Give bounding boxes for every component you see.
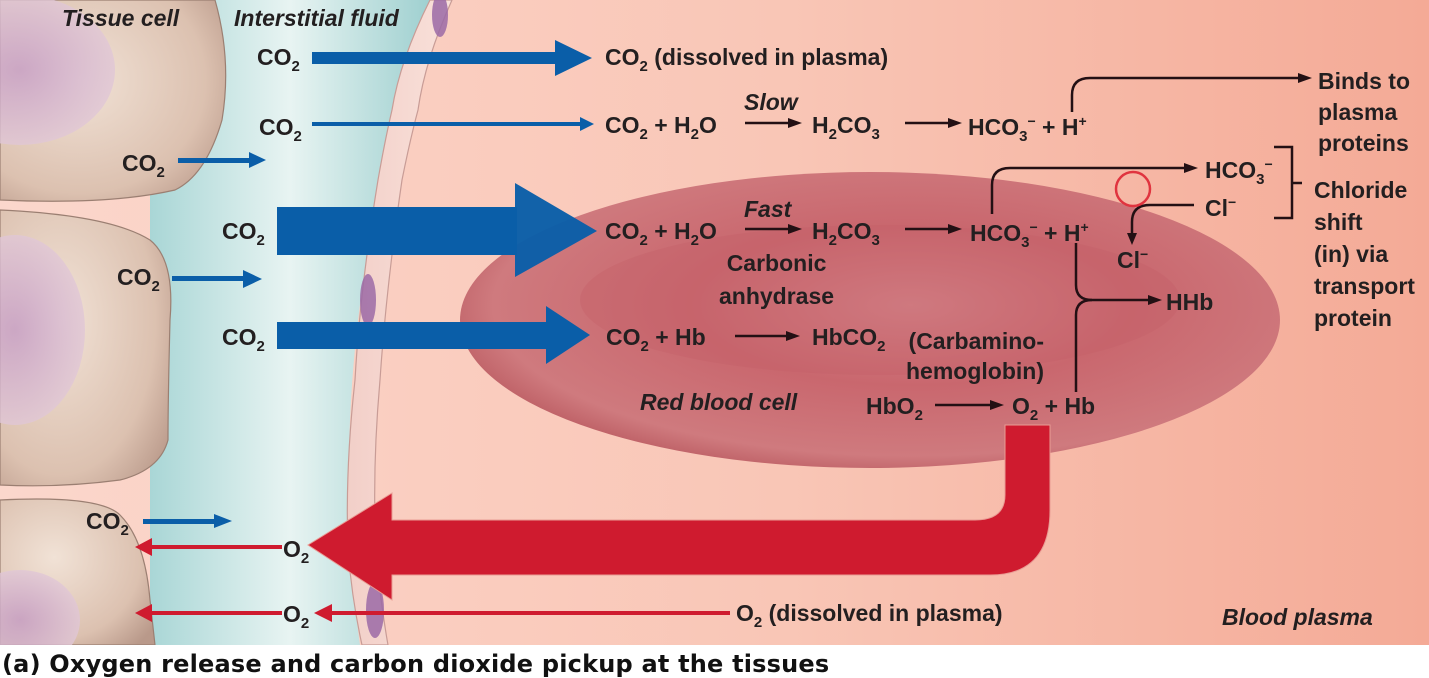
co2-label: CO2 xyxy=(86,508,129,539)
co2-arrow-hb-head xyxy=(546,306,590,364)
endothelial-nucleus xyxy=(432,0,448,37)
red-blood-cell-center xyxy=(580,225,1180,375)
chloride-shift-bracket xyxy=(1274,145,1302,220)
capillary-wall xyxy=(346,0,453,645)
co2-arrow-tissue-2 xyxy=(172,276,244,281)
label-interstitial-fluid: Interstitial fluid xyxy=(234,5,399,31)
co2-arrow-tissue-1-head xyxy=(249,152,266,168)
label-blood-plasma: Blood plasma xyxy=(1222,604,1373,630)
carbaminohemoglobin: HbCO2 xyxy=(812,324,886,355)
endothelial-nucleus xyxy=(360,274,376,326)
o2-arrow-tissue-2 xyxy=(150,611,282,615)
bicarbonate-fast: HCO3− + H+ xyxy=(970,219,1089,251)
label-tissue-cell: Tissue cell xyxy=(62,5,180,31)
carbonic-acid-slow: H2CO3 xyxy=(812,112,880,143)
slow-reactants: CO2 + H2O xyxy=(605,112,717,143)
co2-label: CO2 xyxy=(222,324,265,355)
o2-arrow-tissue-2-head xyxy=(135,604,152,622)
arrow-h-binds xyxy=(1070,76,1300,112)
nucleus xyxy=(0,570,80,645)
endothelial-nucleus xyxy=(366,582,384,638)
oxyhemoglobin: HbO2 xyxy=(866,393,923,424)
highlight-circle-icon xyxy=(1114,170,1152,208)
reaction-arrowheads xyxy=(786,73,1312,410)
bicarbonate-slow: HCO3− + H+ xyxy=(968,113,1087,145)
co2-label: CO2 xyxy=(122,150,165,181)
o2-plus-hb: O2 + Hb xyxy=(1012,393,1096,424)
chloride-outside: Cl− xyxy=(1205,194,1237,221)
reaction-arrows xyxy=(735,76,1302,407)
co2-arrow-hb xyxy=(277,322,547,349)
o2-label: O2 xyxy=(283,536,310,567)
nucleus xyxy=(0,235,85,425)
co2-arrow-tissue-3 xyxy=(143,519,215,524)
o2-arrow-tissue-1-head xyxy=(135,538,152,556)
figure-caption: (a) Oxygen release and carbon dioxide pi… xyxy=(2,650,830,678)
hhb-label: HHb xyxy=(1166,289,1214,315)
o2-label: O2 xyxy=(283,601,310,632)
o2-arrows xyxy=(135,424,1051,622)
o2-dissolved-label: O2 (dissolved in plasma) xyxy=(736,600,1003,631)
arrow-cl-in xyxy=(1130,203,1194,235)
arrow-hb-hhb xyxy=(1074,298,1093,392)
o2-arrow-dissolved xyxy=(330,611,730,615)
co2-arrow-dissolved xyxy=(312,52,557,64)
co2-arrows xyxy=(143,40,597,528)
o2-arrow-from-rbc xyxy=(307,424,1051,601)
co2-arrow-tissue-2-head xyxy=(243,270,262,288)
carbaminohemoglobin-note: (Carbamino-hemoglobin) xyxy=(906,328,1044,384)
co2-arrow-slow-head xyxy=(580,117,594,131)
co2-arrow-fast-head xyxy=(515,183,597,277)
co2-label: CO2 xyxy=(117,264,160,295)
nucleus xyxy=(0,0,115,145)
co2-arrow-dissolved-head xyxy=(555,40,592,76)
co2-label: CO2 xyxy=(259,114,302,145)
chloride-inside: Cl− xyxy=(1117,246,1149,273)
co2-arrow-slow xyxy=(312,122,582,126)
bicarbonate-out: HCO3− xyxy=(1205,156,1273,188)
co2-arrow-tissue-1 xyxy=(178,158,250,163)
carbamino-reactants: CO2 + Hb xyxy=(606,324,706,355)
slow-rate-label: Slow xyxy=(744,89,798,115)
diagram-artwork xyxy=(0,0,1429,645)
label-red-blood-cell: Red blood cell xyxy=(640,389,798,415)
co2-label: CO2 xyxy=(257,44,300,75)
fast-reactants: CO2 + H2O xyxy=(605,218,717,249)
fast-rate-label: Fast xyxy=(744,196,792,222)
diagram: Tissue cell Interstitial fluid Red blood… xyxy=(0,0,1429,645)
co2-label: CO2 xyxy=(222,218,265,249)
arrow-hco3-out xyxy=(990,166,1186,214)
co2-arrow-tissue-3-head xyxy=(214,514,232,528)
co2-dissolved-label: CO2 (dissolved in plasma) xyxy=(605,44,889,75)
co2-arrow-fast xyxy=(277,207,517,255)
o2-arrow-dissolved-head xyxy=(314,604,332,622)
o2-arrow-tissue-1 xyxy=(150,545,282,549)
carbonic-acid-fast: H2CO3 xyxy=(812,218,880,249)
